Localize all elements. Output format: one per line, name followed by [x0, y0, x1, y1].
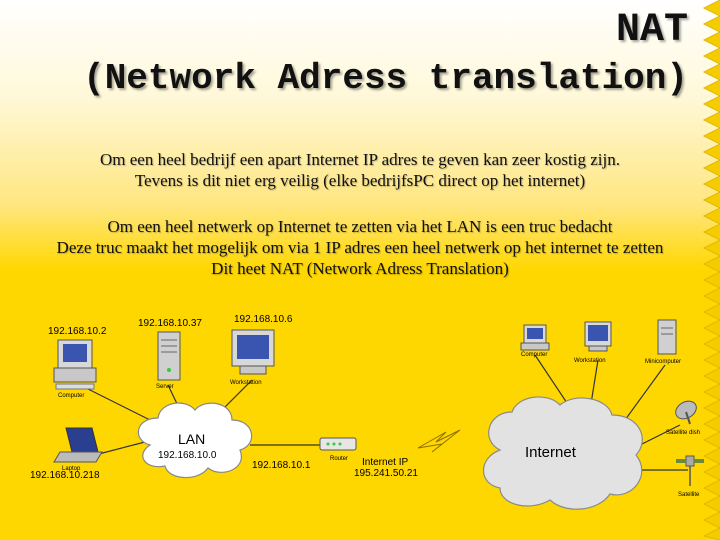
satellite-dish-icon — [672, 398, 699, 424]
workstation-icon — [232, 330, 274, 374]
title-line-1: NAT — [616, 8, 688, 53]
minicomputer-icon — [658, 320, 676, 354]
internet-label: Internet — [525, 444, 577, 461]
remote-computer-caption: Computer — [521, 352, 547, 358]
paragraph1-line2: Tevens is dit niet erg veilig (elke bedr… — [0, 171, 720, 191]
workstation-ip: 192.168.10.6 — [234, 314, 293, 325]
laptop-ip: 192.168.10.218 — [30, 470, 100, 481]
computer-node: 192.168.10.2 Computer — [48, 326, 107, 399]
paragraph2-line1: Om een heel netwerk op Internet te zette… — [0, 217, 720, 237]
satellite-node: Satellite — [676, 456, 704, 498]
router-icon — [320, 438, 356, 450]
server-node: 192.168.10.37 Server — [138, 318, 202, 390]
satellite-dish-caption: Satellite dish — [666, 430, 700, 436]
lightning-bolt-icon — [418, 430, 460, 452]
server-icon — [158, 332, 180, 380]
desktop-computer-icon — [54, 340, 96, 389]
paragraph2-line3: Dit heet NAT (Network Adress Translation… — [0, 259, 720, 279]
remote-workstation-icon — [585, 322, 611, 351]
paragraph1-line1: Om een heel bedrijf een apart Internet I… — [0, 150, 720, 170]
lan-ip: 192.168.10.0 — [158, 450, 217, 461]
laptop-node: Laptop 192.168.10.218 — [30, 428, 102, 481]
workstation-caption: Workstation — [230, 380, 262, 386]
remote-workstation-caption: Workstation — [574, 358, 606, 364]
server-caption: Server — [156, 384, 174, 390]
minicomputer-node: Minicomputer — [645, 320, 681, 365]
internet-cloud: Internet — [484, 397, 643, 509]
minicomputer-caption: Minicomputer — [645, 359, 681, 365]
computer-ip: 192.168.10.2 — [48, 326, 107, 337]
lan-cloud: LAN 192.168.10.0 — [138, 403, 251, 478]
satellite-icon — [676, 456, 704, 486]
router-internet-ip: 195.241.50.21 — [354, 468, 418, 479]
computer-caption: Computer — [58, 393, 84, 399]
router-lan-ip: 192.168.10.1 — [252, 460, 311, 471]
remote-computer-icon — [521, 325, 549, 350]
workstation-node: 192.168.10.6 Workstation — [230, 314, 293, 386]
remote-workstation-node: Workstation — [574, 322, 611, 364]
paragraph2-line2: Deze truc maakt het mogelijk om via 1 IP… — [0, 238, 720, 258]
router-caption: Router — [330, 456, 348, 462]
laptop-icon — [54, 428, 102, 462]
satellite-caption: Satellite — [678, 492, 700, 498]
router-internet-ip-label: Internet IP — [362, 457, 408, 468]
remote-computer-node: Computer — [521, 325, 549, 358]
router-node: Router 192.168.10.1 Internet IP 195.241.… — [252, 438, 418, 479]
satellite-dish-node: Satellite dish — [666, 398, 700, 436]
network-diagram: LAN 192.168.10.0 Internet 192.168.10.2 C… — [0, 300, 720, 540]
lan-label: LAN — [178, 431, 205, 447]
title-line-2: (Network Adress translation) — [83, 58, 688, 99]
server-ip: 192.168.10.37 — [138, 318, 202, 329]
